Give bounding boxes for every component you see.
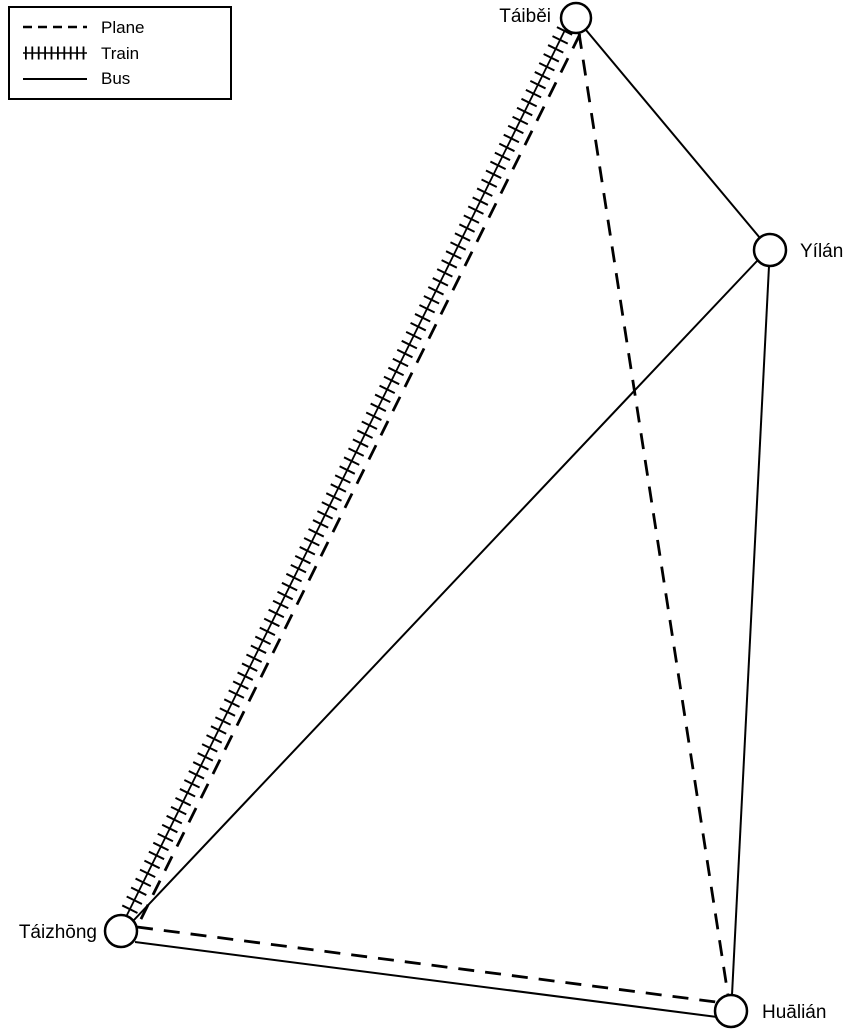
node-yilan: Yílán <box>752 232 843 268</box>
edge-taibei-taizhong-plane <box>138 33 582 922</box>
city-label-taizhong: Táizhōng <box>19 922 97 943</box>
city-label-hualian: Huālián <box>762 1002 826 1023</box>
edge-taibei-hualian-plane <box>577 32 730 996</box>
edge-taizhong-hualian-plane <box>136 925 717 1004</box>
city-node-circle-taibei <box>559 1 593 35</box>
legend-label-bus: Bus <box>101 69 131 89</box>
legend-label-plane: Plane <box>101 17 145 37</box>
node-hualian: Huālián <box>713 993 826 1029</box>
edge-yilan-taizhong-bus <box>133 260 758 921</box>
legend-item-bus: Bus <box>22 70 230 87</box>
city-label-taibei: Táiběi <box>499 6 551 27</box>
city-node-circle-hualian <box>713 993 749 1029</box>
train-hatched-line-icon <box>23 46 87 60</box>
legend-item-train: Train <box>22 45 230 62</box>
city-label-yilan: Yílán <box>800 241 843 262</box>
node-taizhong: Táizhōng <box>19 913 139 949</box>
edge-taibei-taizhong-train <box>118 26 573 921</box>
edge-taizhong-hualian-bus <box>134 941 718 1018</box>
city-node-circle-yilan <box>752 232 788 268</box>
edge-taibei-yilan-bus <box>585 29 761 239</box>
city-node-circle-taizhong <box>103 913 139 949</box>
bus-solid-line-icon <box>23 77 87 80</box>
edge-yilan-hualian-bus <box>731 265 770 996</box>
legend-item-plane: Plane <box>22 19 230 36</box>
legend: Plane Train Bus <box>8 6 232 100</box>
node-taibei: Táiběi <box>499 1 593 35</box>
legend-label-train: Train <box>101 43 140 63</box>
plane-dashed-line-icon <box>23 26 87 29</box>
